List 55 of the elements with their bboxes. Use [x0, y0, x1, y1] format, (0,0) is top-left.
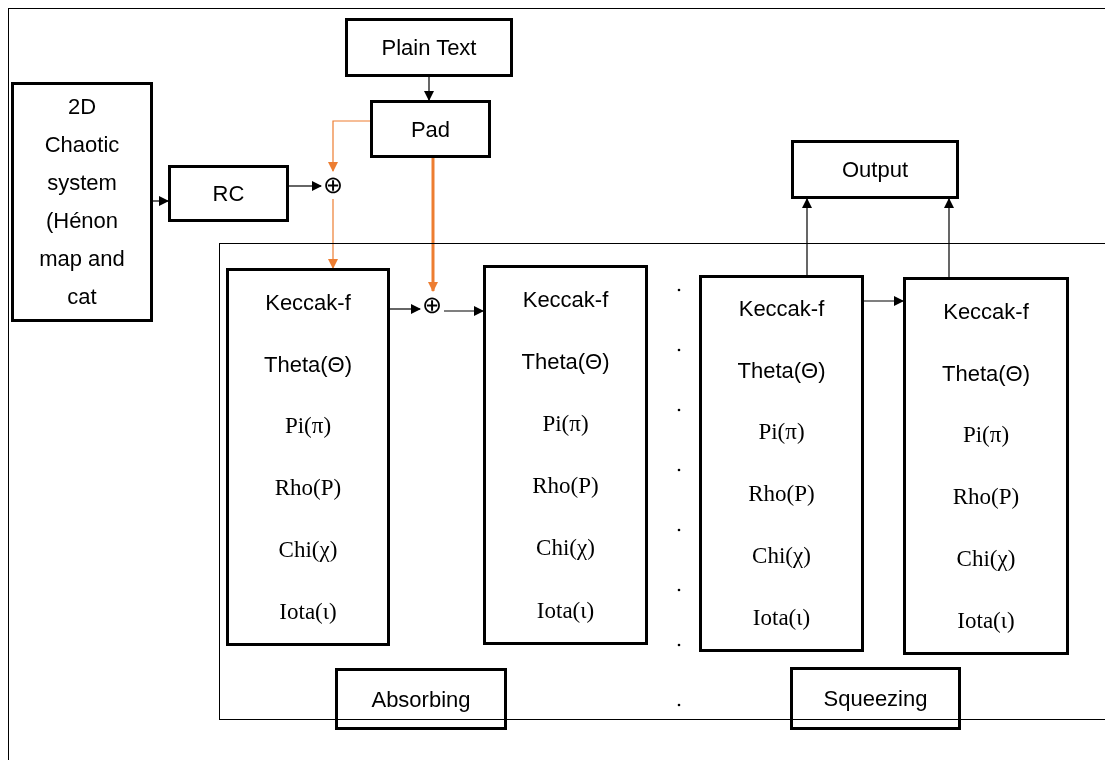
step-label: Rho(Ρ) [952, 482, 1020, 511]
node-label: Output [841, 156, 908, 184]
arrow [328, 120, 371, 172]
process-box [335, 668, 507, 730]
step-label: Theta(Θ) [521, 348, 610, 376]
round-function-box [699, 275, 864, 652]
process-box [370, 100, 491, 158]
step-label: Keccak-f [522, 285, 609, 314]
step-label: Theta(Θ) [737, 357, 826, 386]
step-label: Chi(χ) [956, 544, 1016, 573]
node-label: Plain Text [381, 34, 477, 62]
node-label: 2D Chaotic system (Hénon map and cat [38, 93, 126, 311]
step-label: Pi(π) [962, 420, 1010, 449]
node-label: RC [212, 180, 245, 208]
arrow [288, 181, 322, 191]
process-box [345, 18, 513, 77]
node-label: Pad [410, 115, 451, 144]
arrow [428, 158, 438, 292]
step-label: Pi(π) [758, 418, 805, 447]
arrow [443, 306, 484, 316]
step-label: Chi(χ) [752, 541, 811, 570]
arrow [389, 304, 421, 314]
step-label: Chi(χ) [536, 534, 595, 563]
process-box [790, 667, 961, 730]
round-function-box [483, 265, 648, 645]
step-label: Chi(χ) [278, 535, 338, 564]
arrow [328, 198, 338, 269]
arrow [424, 76, 434, 101]
xor-glyph: ⊕ [422, 293, 442, 317]
step-label: Keccak-f [265, 288, 351, 317]
node-label: Absorbing [371, 685, 471, 714]
step-label: Keccak-f [943, 297, 1029, 326]
round-function-box [226, 268, 390, 646]
process-box [11, 82, 153, 322]
step-label: Pi(π) [542, 409, 589, 438]
process-box [168, 165, 289, 222]
step-label: Iota(ɩ) [536, 596, 595, 625]
arrow [802, 198, 812, 276]
step-label: Theta(Θ) [264, 350, 352, 379]
process-box [791, 140, 959, 199]
round-function-box [903, 277, 1069, 655]
step-label: Iota(ɩ) [279, 597, 337, 626]
step-label: Pi(π) [284, 411, 332, 440]
arrow [863, 296, 904, 306]
step-label: Rho(Ρ) [748, 480, 815, 509]
node-label: Squeezing [823, 685, 928, 713]
step-label: Theta(Θ) [942, 359, 1030, 388]
step-label: Iota(ɩ) [957, 606, 1015, 635]
arrow [152, 196, 169, 206]
xor-glyph: ⊕ [323, 173, 343, 197]
step-label: Rho(Ρ) [532, 471, 599, 500]
step-label: Rho(Ρ) [274, 473, 342, 502]
step-label: Keccak-f [738, 295, 825, 324]
arrow [944, 198, 954, 278]
step-label: Iota(ɩ) [752, 603, 811, 632]
